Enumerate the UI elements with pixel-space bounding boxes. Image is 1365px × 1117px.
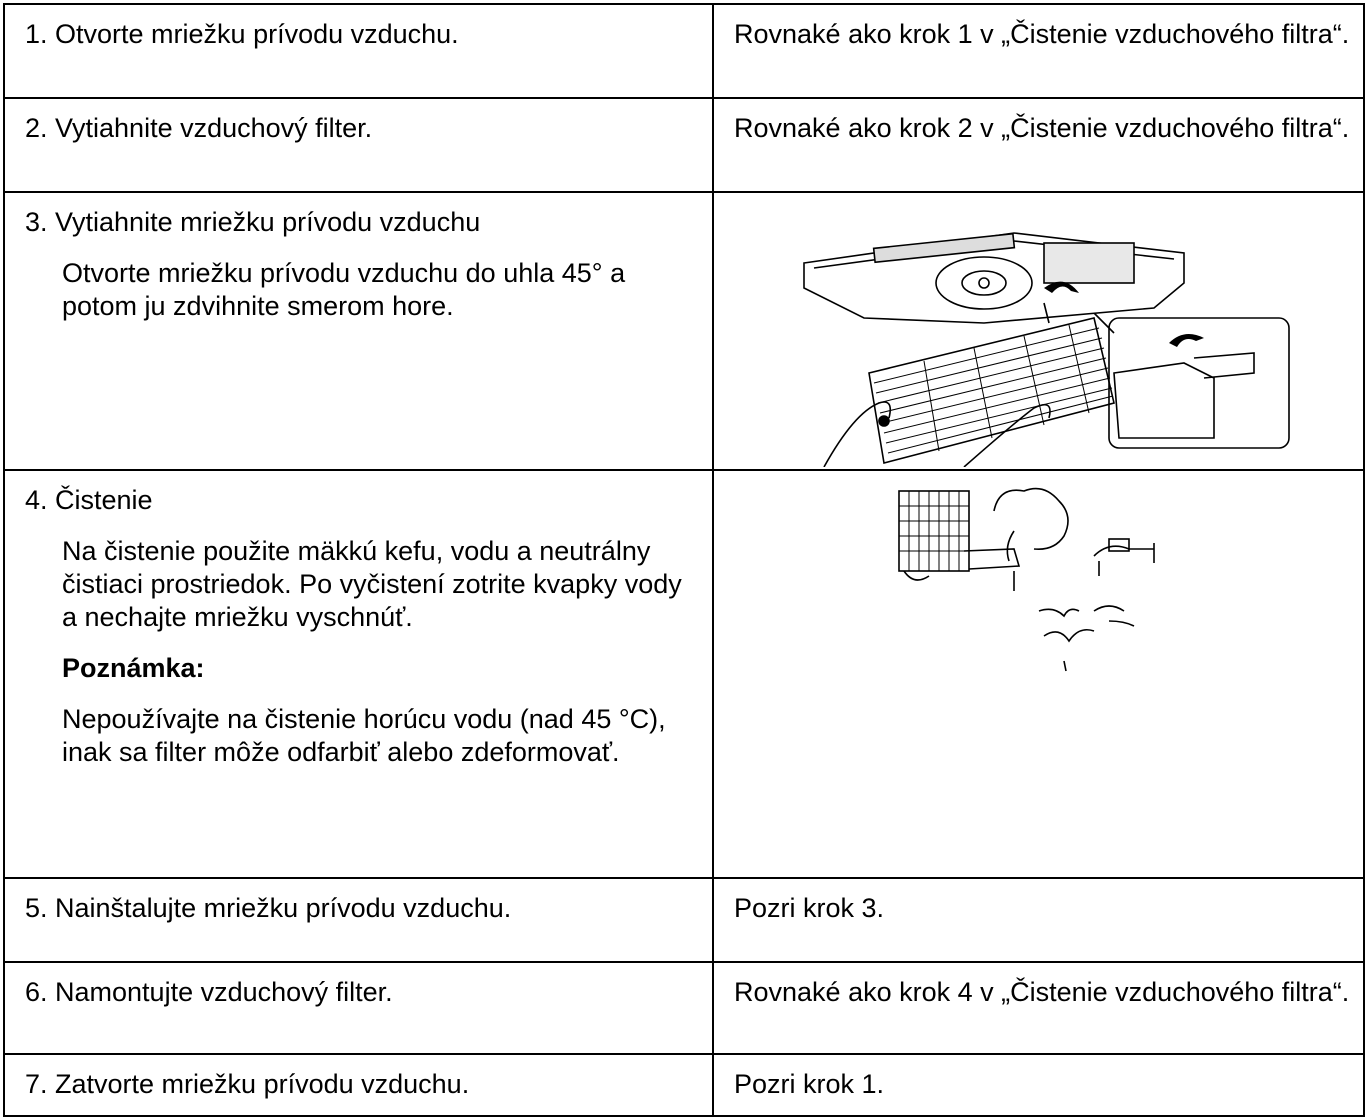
reference-text: Rovnaké ako krok 4 v „Čistenie vzduchové… <box>734 977 1350 1007</box>
step-cell: 7. Zatvorte mriežku prívodu vzduchu. <box>3 1053 714 1117</box>
step-cell: 5. Nainštalujte mriežku prívodu vzduchu. <box>3 877 714 963</box>
reference-cell: Rovnaké ako krok 4 v „Čistenie vzduchové… <box>712 961 1365 1055</box>
illustration-cell <box>712 469 1365 879</box>
step-text: 4. Čistenie <box>25 485 153 515</box>
reference-cell: Rovnaké ako krok 1 v „Čistenie vzduchové… <box>712 3 1365 99</box>
table-row: 6. Namontujte vzduchový filter. Rovnaké … <box>3 961 1365 1055</box>
reference-cell: Pozri krok 1. <box>712 1053 1365 1117</box>
note-text: Nepoužívajte na čistenie horúcu vodu (na… <box>62 704 666 767</box>
table-row: 7. Zatvorte mriežku prívodu vzduchu. Poz… <box>3 1053 1365 1117</box>
instructions-table: 1. Otvorte mriežku prívodu vzduchu. Rovn… <box>3 3 1365 1117</box>
step-cell: 1. Otvorte mriežku prívodu vzduchu. <box>3 3 714 99</box>
step-text: 1. Otvorte mriežku prívodu vzduchu. <box>25 19 459 49</box>
reference-text: Rovnaké ako krok 1 v „Čistenie vzduchové… <box>734 19 1350 49</box>
reference-text: Pozri krok 3. <box>734 893 885 923</box>
table-row: 5. Nainštalujte mriežku prívodu vzduchu.… <box>3 877 1365 963</box>
table-row: 3. Vytiahnite mriežku prívodu vzduchu Ot… <box>3 191 1365 471</box>
step-text: 5. Nainštalujte mriežku prívodu vzduchu. <box>25 893 512 923</box>
step-text: 6. Namontujte vzduchový filter. <box>25 977 393 1007</box>
step-text: 2. Vytiahnite vzduchový filter. <box>25 113 373 143</box>
reference-text: Pozri krok 1. <box>734 1069 885 1099</box>
step-cell: 2. Vytiahnite vzduchový filter. <box>3 97 714 193</box>
note-title: Poznámka: <box>62 653 205 683</box>
step-cell: 4. Čistenie Na čistenie použite mäkkú ke… <box>3 469 714 879</box>
step-detail: Otvorte mriežku prívodu vzduchu do uhla … <box>62 258 626 321</box>
step-text: 7. Zatvorte mriežku prívodu vzduchu. <box>25 1069 470 1099</box>
step-text: 3. Vytiahnite mriežku prívodu vzduchu <box>25 207 481 237</box>
table-row: 1. Otvorte mriežku prívodu vzduchu. Rovn… <box>3 3 1365 99</box>
reference-cell: Pozri krok 3. <box>712 877 1365 963</box>
step-detail: Na čistenie použite mäkkú kefu, vodu a n… <box>62 536 682 632</box>
ceiling-unit-grille-removal-illustration <box>803 232 1290 467</box>
reference-cell: Rovnaké ako krok 2 v „Čistenie vzduchové… <box>712 97 1365 193</box>
person-washing-grille-illustration <box>898 487 1155 672</box>
step-cell: 6. Namontujte vzduchový filter. <box>3 961 714 1055</box>
illustration-cell <box>712 191 1365 471</box>
step-cell: 3. Vytiahnite mriežku prívodu vzduchu Ot… <box>3 191 714 471</box>
table-row: 4. Čistenie Na čistenie použite mäkkú ke… <box>3 469 1365 879</box>
table-row: 2. Vytiahnite vzduchový filter. Rovnaké … <box>3 97 1365 193</box>
reference-text: Rovnaké ako krok 2 v „Čistenie vzduchové… <box>734 113 1350 143</box>
